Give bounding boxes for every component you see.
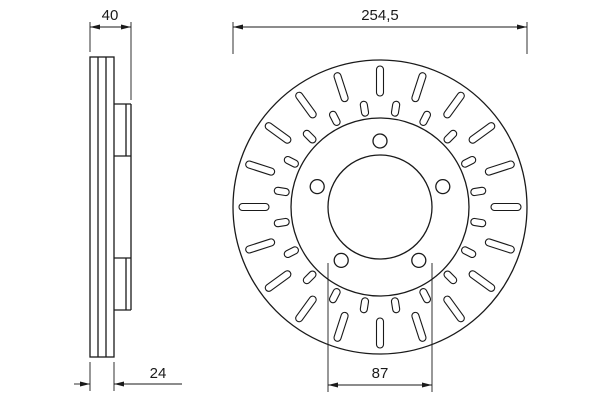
vent-slot — [359, 100, 370, 117]
vent-slot — [470, 217, 487, 228]
vent-slot — [484, 238, 515, 254]
center-bore-circle — [327, 154, 433, 260]
vent-slot — [470, 186, 487, 197]
bolt-hole — [411, 252, 427, 269]
vent-slot — [245, 238, 276, 254]
vent-slot — [264, 122, 292, 144]
vent-slot — [390, 297, 401, 314]
vent-slot — [484, 160, 515, 176]
dimension-label-thickness: 24 — [150, 365, 167, 382]
dimension-outer-diameter-254-5: 254,5 — [232, 7, 528, 54]
arrowhead-icon — [517, 24, 527, 30]
arrowhead-icon — [90, 24, 100, 30]
vent-slot — [443, 129, 458, 144]
vent-slot — [295, 91, 317, 119]
side-view-friction-ring — [89, 56, 115, 358]
vent-slot — [283, 246, 299, 259]
vent-slot — [333, 311, 349, 342]
arrowhead-icon — [422, 382, 432, 388]
vent-slot — [461, 155, 477, 168]
vent-slot — [264, 270, 292, 292]
vent-slot — [273, 186, 290, 197]
arrowhead-icon — [233, 24, 243, 30]
vent-slot — [238, 202, 270, 212]
vent-slot — [245, 160, 276, 176]
arrowhead-icon — [121, 24, 131, 30]
vent-slot — [333, 72, 349, 103]
arrowhead-icon — [328, 382, 338, 388]
vent-slot — [328, 288, 341, 304]
arrowhead-icon — [80, 381, 90, 387]
vent-slot — [490, 202, 522, 212]
vent-slot — [461, 246, 477, 259]
dimension-label-width: 40 — [102, 7, 119, 24]
vent-slot — [273, 217, 290, 228]
side-view — [89, 56, 132, 358]
vent-slot — [411, 311, 427, 342]
vent-slot — [302, 129, 317, 144]
bolt-hole — [333, 252, 349, 269]
vent-slot — [443, 295, 465, 323]
vent-slot — [295, 295, 317, 323]
dimension-label-bore: 87 — [372, 365, 389, 382]
vent-slot — [302, 270, 317, 285]
arrowhead-icon — [114, 381, 124, 387]
vent-slot — [419, 110, 432, 126]
dimension-thickness-24: 24 — [74, 362, 182, 391]
bolt-hole — [309, 178, 325, 195]
vent-slot — [443, 91, 465, 119]
dimension-width-40: 40 — [89, 7, 132, 100]
vent-slot — [468, 270, 496, 292]
dimensions: 40 254,5 24 87 — [74, 7, 528, 392]
vent-slot — [375, 317, 385, 349]
bolt-hole — [372, 133, 388, 149]
vent-slot — [328, 110, 341, 126]
outer-diameter-circle — [232, 59, 528, 355]
dimension-label-outer-diameter: 254,5 — [361, 7, 399, 24]
vent-slot — [283, 155, 299, 168]
vent-slot — [375, 65, 385, 97]
vent-slot — [411, 72, 427, 103]
bolt-hole-group — [309, 133, 451, 269]
vent-slot — [419, 288, 432, 304]
front-view — [232, 59, 528, 355]
dimension-bore-87: 87 — [327, 263, 433, 392]
vent-slot — [443, 270, 458, 285]
vent-slot — [468, 122, 496, 144]
hat-edge-circle — [290, 117, 470, 297]
vent-slot — [359, 297, 370, 314]
vent-slot-ring — [238, 65, 522, 349]
vent-slot — [390, 100, 401, 117]
bolt-hole — [435, 178, 451, 195]
